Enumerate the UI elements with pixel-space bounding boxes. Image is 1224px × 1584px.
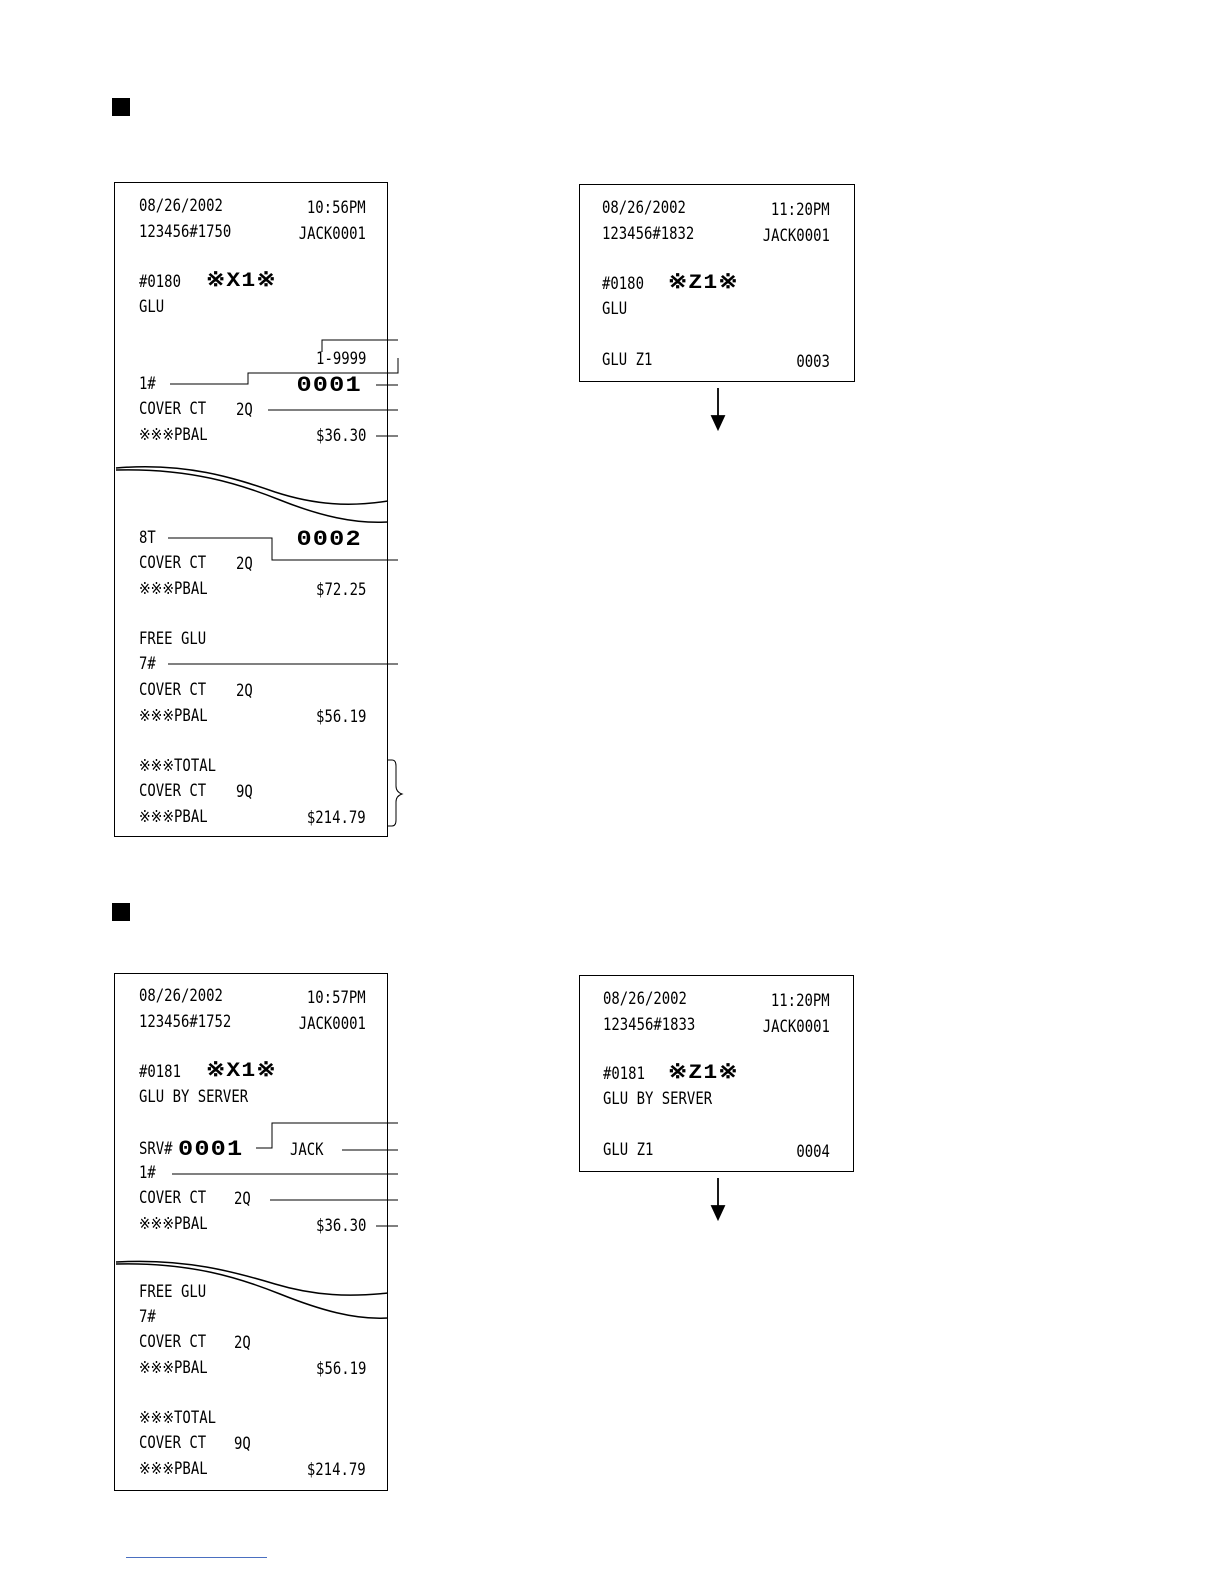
report-mode: ※Z1※ <box>668 272 739 295</box>
free-glu-label: FREE GLU <box>139 1282 207 1302</box>
pbal-label: ※※※PBAL <box>139 807 208 827</box>
cover-count: 2Q <box>236 400 253 420</box>
tear-edge <box>115 465 389 505</box>
report-number: #0181 <box>139 1062 181 1082</box>
cover-label: COVER CT <box>139 553 207 573</box>
receipt-paper-top <box>114 973 388 1295</box>
receipt-date: 08/26/2002 <box>603 989 687 1009</box>
footer-label: GLU Z1 <box>602 350 653 370</box>
receipt-machine-no: 123456#1832 <box>602 224 695 244</box>
pbal-amount: $36.30 <box>315 1216 366 1236</box>
free-glu-label: FREE GLU <box>139 629 207 649</box>
receipt-clerk: JACK0001 <box>762 226 830 246</box>
pbal-amount: $72.25 <box>315 580 366 600</box>
cover-count: 2Q <box>234 1189 251 1209</box>
receipt-paper-bottom <box>114 1262 388 1491</box>
pbal-amount: $56.19 <box>315 707 366 727</box>
receipt-clerk: JACK0001 <box>762 1017 830 1037</box>
report-mode: ※X1※ <box>206 1060 277 1083</box>
total-label: ※※※TOTAL <box>139 1408 217 1428</box>
cover-count: 2Q <box>234 1333 251 1353</box>
receipt-time: 11:20PM <box>771 991 830 1011</box>
pbal-label: ※※※PBAL <box>139 579 208 599</box>
receipt-machine-no: 123456#1750 <box>139 222 232 242</box>
receipt-paper-bottom <box>114 467 388 837</box>
pbal-amount: $214.79 <box>307 1460 366 1480</box>
group-number: 0001 <box>296 373 362 398</box>
footer-count: 0003 <box>796 352 830 372</box>
cover-label: COVER CT <box>139 1332 207 1352</box>
receipt-date: 08/26/2002 <box>139 196 223 216</box>
server-name: JACK <box>290 1140 324 1160</box>
report-title: GLU BY SERVER <box>139 1087 249 1107</box>
receipt-machine-no: 123456#1833 <box>603 1015 696 1035</box>
footnote-rule <box>126 1557 267 1558</box>
tear-edge <box>115 469 389 524</box>
pbal-amount: $56.19 <box>315 1359 366 1379</box>
footer-label: GLU Z1 <box>603 1140 654 1160</box>
report-title: GLU BY SERVER <box>603 1089 713 1109</box>
cover-count: 2Q <box>236 681 253 701</box>
pbal-label: ※※※PBAL <box>139 1214 208 1234</box>
range-label: 1-9999 <box>315 349 366 369</box>
total-label: ※※※TOTAL <box>139 756 217 776</box>
group-label: 8T <box>139 528 156 548</box>
group-label: 1# <box>139 1163 156 1183</box>
tear-edge <box>115 1263 389 1320</box>
cover-label: COVER CT <box>139 1188 207 1208</box>
pbal-label: ※※※PBAL <box>139 1358 208 1378</box>
receipt-date: 08/26/2002 <box>139 986 223 1006</box>
cover-count: 2Q <box>236 554 253 574</box>
receipt-date: 08/26/2002 <box>602 198 686 218</box>
receipt-paper-top <box>114 182 388 502</box>
cover-label: COVER CT <box>139 1433 207 1453</box>
section-bullet-1 <box>112 98 130 116</box>
report-number: #0181 <box>603 1064 645 1084</box>
report-number: #0180 <box>139 272 181 292</box>
report-mode: ※Z1※ <box>668 1062 739 1085</box>
receipt-time: 11:20PM <box>771 200 830 220</box>
receipt-clerk: JACK0001 <box>298 224 366 244</box>
pbal-amount: $36.30 <box>315 426 366 446</box>
tear-edge <box>115 1260 389 1296</box>
group-label: 1# <box>139 374 156 394</box>
receipt-time: 10:57PM <box>307 988 366 1008</box>
cover-count: 9Q <box>234 1434 251 1454</box>
pbal-amount: $214.79 <box>307 808 366 828</box>
receipt-paper <box>579 975 854 1172</box>
receipt-paper <box>579 184 855 382</box>
receipt-time: 10:56PM <box>307 198 366 218</box>
report-number: #0180 <box>602 274 644 294</box>
receipt-clerk: JACK0001 <box>298 1014 366 1034</box>
group-label: 7# <box>139 1307 156 1327</box>
footer-count: 0004 <box>796 1142 830 1162</box>
server-label: SRV# <box>139 1139 173 1159</box>
group-number: 0002 <box>296 527 362 552</box>
section-bullet-2 <box>112 903 130 921</box>
receipt-machine-no: 123456#1752 <box>139 1012 232 1032</box>
server-number: 0001 <box>178 1137 244 1162</box>
pbal-label: ※※※PBAL <box>139 1459 208 1479</box>
cover-count: 9Q <box>236 782 253 802</box>
pbal-label: ※※※PBAL <box>139 425 208 445</box>
report-mode: ※X1※ <box>206 270 277 293</box>
pbal-label: ※※※PBAL <box>139 706 208 726</box>
cover-label: COVER CT <box>139 680 207 700</box>
group-label: 7# <box>139 654 156 674</box>
cover-label: COVER CT <box>139 399 207 419</box>
report-title: GLU <box>602 299 628 319</box>
cover-label: COVER CT <box>139 781 207 801</box>
report-title: GLU <box>139 297 165 317</box>
